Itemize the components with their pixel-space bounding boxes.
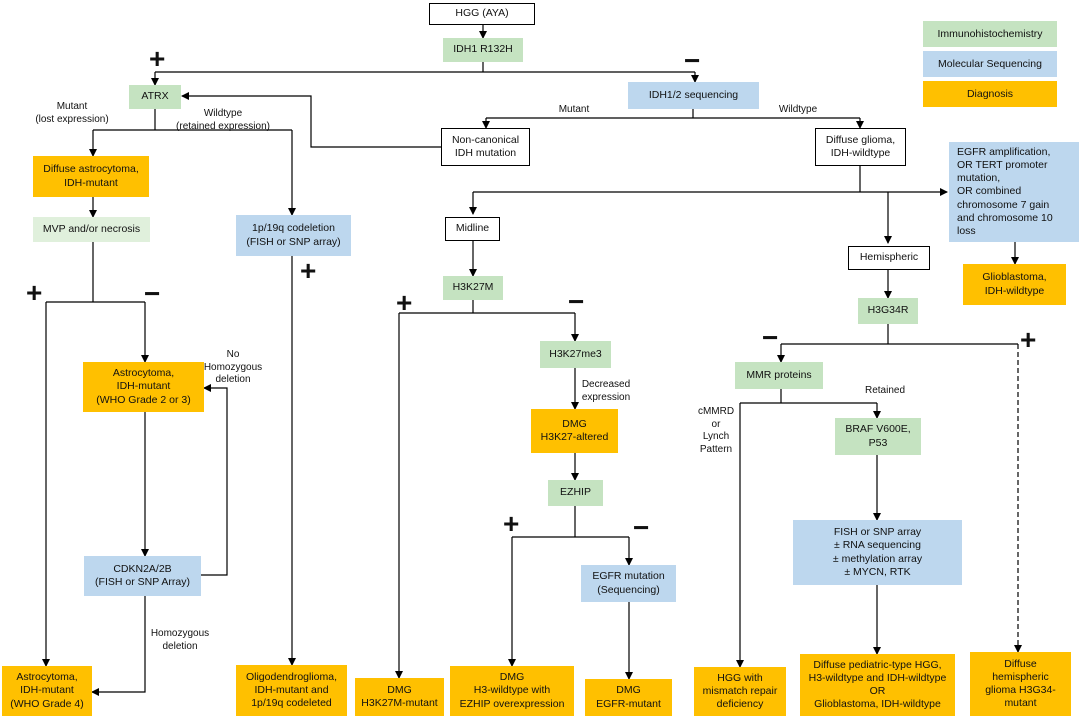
node-idh-sequencing: IDH1/2 sequencing <box>628 82 759 109</box>
node-h3k27me3: H3K27me3 <box>540 341 611 368</box>
node-dmg-h3k27m-mutant: DMG H3K27M-mutant <box>355 678 444 716</box>
node-mvp-necrosis: MVP and/or necrosis <box>33 217 150 242</box>
sign-minus-h3g34r: − <box>762 322 779 353</box>
sign-minus-mvp: − <box>144 278 161 309</box>
label-homozygous-deletion: Homozygous deletion <box>150 628 210 652</box>
sign-plus-ezhip: + <box>503 508 520 539</box>
label-mutant: Mutant <box>558 104 590 115</box>
node-hemispheric: Hemispheric <box>848 246 930 270</box>
label-decreased-expression: Decreased expression <box>581 379 631 403</box>
node-mmr-proteins: MMR proteins <box>735 362 823 389</box>
node-astrocytoma-grade-4: Astrocytoma, IDH-mutant (WHO Grade 4) <box>2 666 92 716</box>
node-egfr-mutation: EGFR mutation (Sequencing) <box>581 565 676 602</box>
sign-plus-h3g34r: + <box>1020 324 1037 355</box>
label-retained: Retained <box>864 385 906 396</box>
sign-minus-idh1: − <box>684 45 701 76</box>
sign-plus-mvp: + <box>26 277 43 308</box>
sign-minus-h3k27m: − <box>568 286 585 317</box>
label-no-homozygous-deletion: No Homozygous deletion <box>203 349 263 385</box>
node-diffuse-glioma: Diffuse glioma, IDH-wildtype <box>815 128 906 166</box>
legend-molecular: Molecular Sequencing <box>923 51 1057 77</box>
node-braf-p53: BRAF V600E, P53 <box>835 418 921 455</box>
node-1p19q-codeletion: 1p/19q codeletion (FISH or SNP array) <box>236 215 351 256</box>
sign-plus-idh1: + <box>149 43 166 74</box>
node-diffuse-pediatric-hgg: Diffuse pediatric-type HGG, H3-wildtype … <box>800 654 955 716</box>
sign-plus-codeletion: + <box>300 255 317 286</box>
node-non-canonical: Non-canonical IDH mutation <box>441 128 530 166</box>
sign-minus-ezhip: − <box>633 512 650 543</box>
node-midline: Midline <box>445 217 500 241</box>
node-hgg-mismatch-repair: HGG with mismatch repair deficiency <box>694 667 786 716</box>
node-fish-snp-array: FISH or SNP array ± RNA sequencing ± met… <box>793 520 962 585</box>
label-wildtype-retained-expression: Wildtype (retained expression) <box>176 108 270 132</box>
node-cdkn2a-2b: CDKN2A/2B (FISH or SNP Array) <box>84 556 201 596</box>
node-idh1-r132h: IDH1 R132H <box>443 38 523 62</box>
node-hgg-aya: HGG (AYA) <box>429 3 535 25</box>
node-diffuse-hemispheric-glioma: Diffuse hemispheric glioma H3G34- mutant <box>970 652 1071 716</box>
label-wildtype: Wildtype <box>778 104 818 115</box>
node-oligodendroglioma: Oligodendroglioma, IDH-mutant and 1p/19q… <box>236 665 347 716</box>
node-atrx: ATRX <box>129 85 181 109</box>
node-diffuse-astrocytoma: Diffuse astrocytoma, IDH-mutant <box>33 156 149 197</box>
sign-plus-h3k27m: + <box>396 287 413 318</box>
label-cmmrd-lynch: cMMRD or Lynch Pattern <box>697 406 735 455</box>
node-glioblastoma-idh-wildtype: Glioblastoma, IDH-wildtype <box>963 264 1066 305</box>
label-mutant-lost-expression: Mutant (lost expression) <box>35 101 109 125</box>
node-ezhip: EZHIP <box>548 480 603 506</box>
node-h3k27m: H3K27M <box>443 276 503 300</box>
legend-diagnosis: Diagnosis <box>923 81 1057 107</box>
node-dmg-egfr-mutant: DMG EGFR-mutant <box>585 679 672 716</box>
node-h3g34r: H3G34R <box>858 298 918 324</box>
node-dmg-h3k27-altered: DMG H3K27-altered <box>531 409 618 453</box>
legend-ihc: Immunohistochemistry <box>923 21 1057 47</box>
node-dmg-ezhip-overexpression: DMG H3-wildtype with EZHIP overexpressio… <box>450 666 574 716</box>
node-astrocytoma-grade-2-3: Astrocytoma, IDH-mutant (WHO Grade 2 or … <box>83 362 204 412</box>
node-egfr-amplification: EGFR amplification, OR TERT promoter mut… <box>949 142 1079 242</box>
